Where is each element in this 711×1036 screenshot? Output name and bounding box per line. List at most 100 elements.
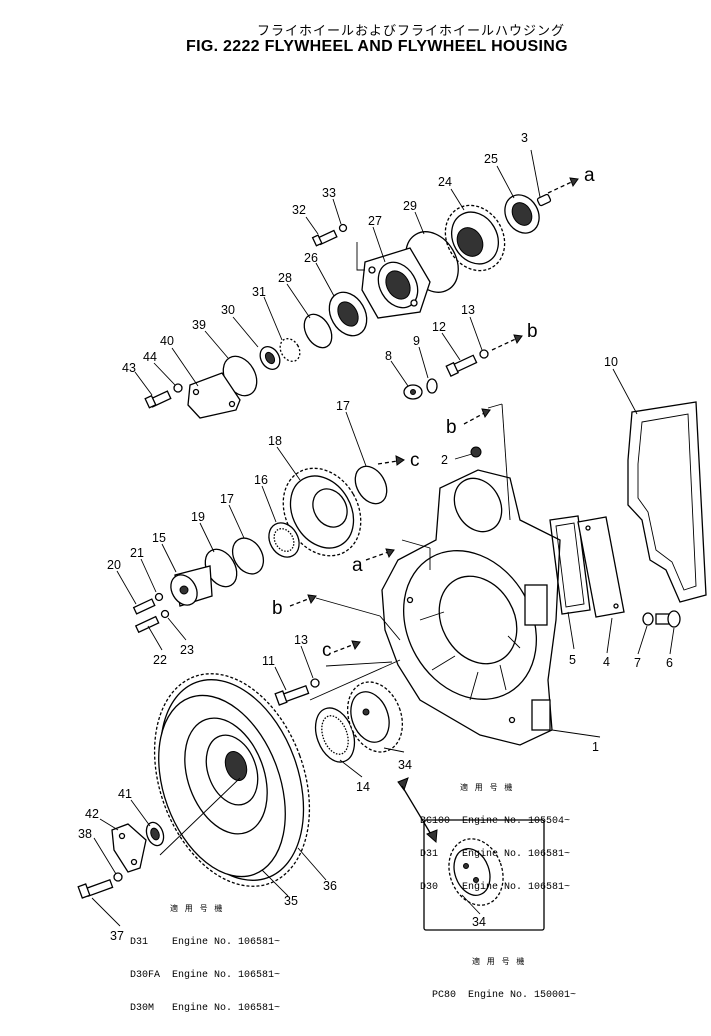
part-34-gear-lower: [423, 819, 545, 931]
callout-25: 25: [484, 152, 498, 166]
callout-5: 5: [569, 653, 576, 667]
part-8-plug: [403, 384, 423, 400]
arrow-label-c-lower: c: [322, 640, 332, 661]
callout-13-upper: 13: [461, 303, 475, 317]
callout-12: 12: [432, 320, 446, 334]
callout-8: 8: [385, 349, 392, 363]
part-7-washer: [642, 612, 654, 626]
callout-34-upper: 34: [398, 758, 412, 772]
part-26-bearing: [328, 291, 368, 337]
callout-13-lower: 13: [294, 633, 308, 647]
part-15-shaft-flange: [170, 565, 213, 607]
part-5-gasket: [549, 515, 591, 615]
callout-1: 1: [592, 740, 599, 754]
callout-17-lower: 17: [220, 492, 234, 506]
applicability-line: D31 Engine No. 106581~: [130, 937, 281, 948]
callout-6: 6: [666, 656, 673, 670]
part-27-retainer: [356, 242, 431, 319]
part-40-cover: [187, 372, 241, 419]
callout-18: 18: [268, 434, 282, 448]
callout-4: 4: [603, 655, 610, 669]
arrow-label-c-upper: c: [410, 450, 420, 471]
callout-36: 36: [323, 879, 337, 893]
part-18-gear: [282, 467, 362, 557]
callout-40: 40: [160, 334, 174, 348]
callout-22: 22: [153, 653, 167, 667]
part-1-flywheel-housing: [381, 469, 561, 746]
part-38-washer: [113, 872, 123, 882]
part-23-washer: [160, 609, 170, 619]
part-11-bolt: [274, 684, 310, 706]
callout-37: 37: [110, 929, 124, 943]
callout-43: 43: [122, 361, 136, 375]
callout-14: 14: [356, 780, 370, 794]
applicability-header: 適 用 号 機: [472, 958, 526, 967]
callout-39: 39: [192, 318, 206, 332]
callout-17-upper: 17: [336, 399, 350, 413]
part-34-gear-upper: [346, 681, 404, 753]
callout-31: 31: [252, 285, 266, 299]
callout-11: 11: [262, 654, 275, 668]
applicability-line: PC80 Engine No. 150001~: [432, 990, 577, 1001]
callout-44: 44: [143, 350, 157, 364]
parts-diagram: フライホイールおよびフライホイールハウジング FIG. 2222 FLYWHEE…: [77, 24, 707, 1014]
applicability-note-3: 適 用 号 機 PC80 Engine No. 150001~: [432, 935, 576, 1023]
part-6-bolt: [655, 610, 681, 628]
part-4-cover: [577, 516, 625, 618]
applicability-note-1: 適 用 号 機 BC100 Engine No. 105504~ D31 Eng…: [420, 761, 570, 915]
part-13-washer-lower: [310, 678, 320, 688]
diagram-title-japanese: フライホイールおよびフライホイールハウジング: [257, 24, 566, 39]
callout-9: 9: [413, 334, 420, 348]
part-12-bolt: [445, 354, 478, 377]
applicability-line: BC100 Engine No. 105504~: [420, 816, 571, 827]
applicability-line: D30 Engine No. 106581~: [420, 882, 571, 893]
callout-41: 41: [118, 787, 132, 801]
part-30-nut: [259, 346, 281, 370]
callout-20: 20: [107, 558, 121, 572]
part-3-plug: [536, 193, 552, 207]
part-16-needle-bearing: [268, 522, 300, 558]
diagram-title: FIG. 2222 FLYWHEEL AND FLYWHEEL HOUSING: [186, 38, 568, 55]
applicability-header: 適 用 号 機: [170, 905, 224, 914]
applicability-line: D30FA Engine No. 106581~: [130, 970, 281, 981]
part-33-washer: [338, 223, 348, 233]
part-17-ring-lower: [231, 537, 265, 575]
callout-3: 3: [521, 131, 528, 145]
applicability-note-2: 適 用 号 機 D31 Engine No. 106581~ D30FA Eng…: [130, 882, 280, 1036]
callout-27: 27: [368, 214, 382, 228]
callouts: 1 2 3 4 5 6 7 8 9 10 11 12 13 13 14 15 1…: [78, 131, 673, 943]
applicability-line: D30M Engine No. 106581~: [130, 1003, 281, 1014]
callout-10: 10: [604, 355, 618, 369]
callout-35: 35: [284, 894, 298, 908]
callout-26: 26: [304, 251, 318, 265]
part-13-washer-upper: [479, 349, 489, 359]
callout-15: 15: [152, 531, 166, 545]
callout-16: 16: [254, 473, 268, 487]
callout-24: 24: [438, 175, 452, 189]
callout-38: 38: [78, 827, 92, 841]
callout-23: 23: [180, 643, 194, 657]
part-37-bolt: [77, 878, 114, 899]
part-2-plug: [470, 446, 482, 458]
callout-32: 32: [292, 203, 306, 217]
part-10-gasket: [627, 401, 707, 603]
part-31-lockwasher: [279, 338, 301, 362]
callout-2: 2: [441, 453, 448, 467]
part-24-gear: [444, 204, 506, 272]
part-22-bolt: [134, 615, 160, 634]
part-28-snap-ring: [303, 313, 333, 349]
arrow-label-b-left: b: [272, 598, 283, 619]
callout-33: 33: [322, 186, 336, 200]
callout-34-lower: 34: [472, 915, 486, 929]
part-25-bearing: [504, 194, 540, 234]
part-42-plate: [111, 823, 147, 873]
part-36-ring-gear: [153, 673, 311, 887]
applicability-line: D31 Engine No. 106581~: [420, 849, 571, 860]
part-9-gasket: [426, 378, 438, 394]
exploded-view-drawing: 1 2 3 4 5 6 7 8 9 10 11 12 13 13 14 15 1…: [77, 131, 707, 943]
part-35-flywheel: [158, 679, 305, 881]
callout-42: 42: [85, 807, 99, 821]
callout-28: 28: [278, 271, 292, 285]
leader-lines: [91, 149, 675, 927]
callout-29: 29: [403, 199, 417, 213]
